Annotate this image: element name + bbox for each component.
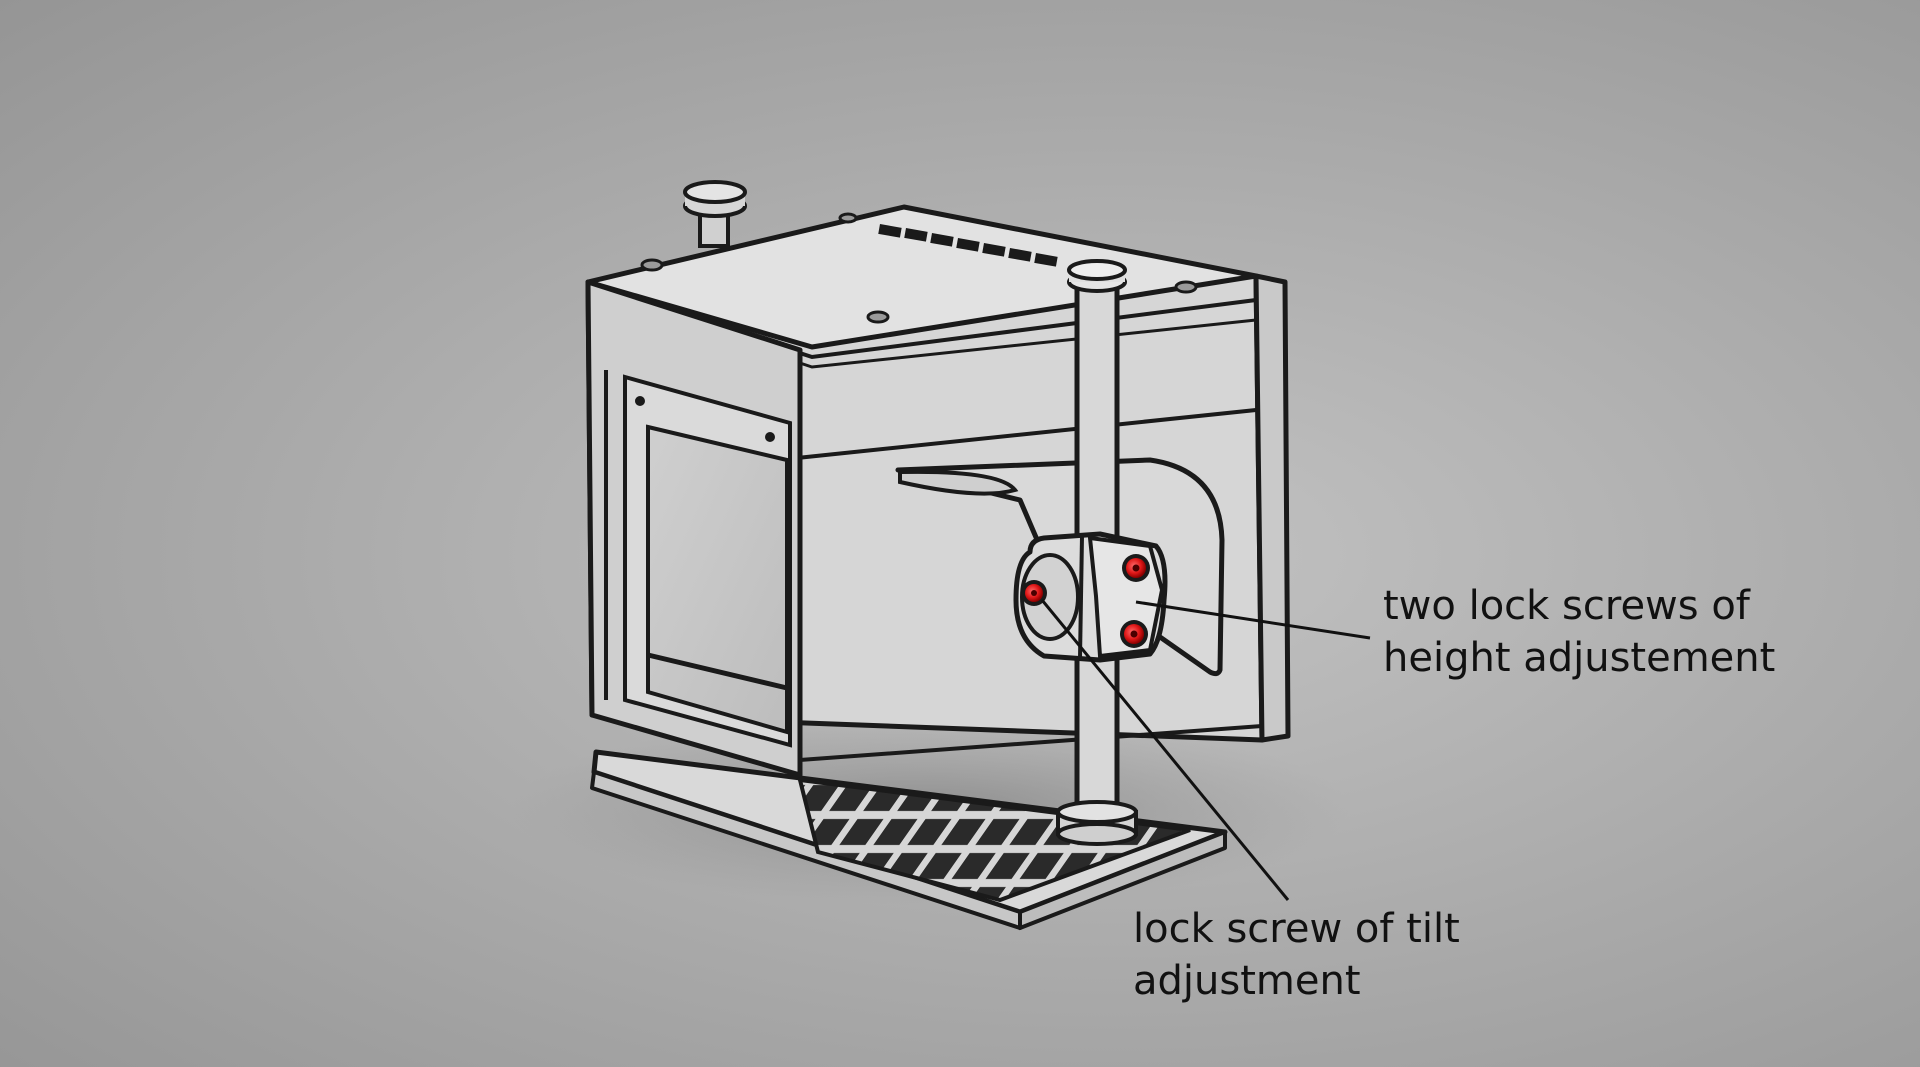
tilt-lock-callout-line-1: lock screw of tilt [1133, 906, 1460, 952]
rear-top-knob [683, 180, 747, 248]
height-lock-callout-line-2: height adjustement [1383, 635, 1776, 681]
tilt-lock-callout-line-2: adjustment [1133, 958, 1361, 1004]
top-logo-emboss [878, 224, 1058, 267]
height-lock-callout-line-1: two lock screws of [1383, 583, 1750, 629]
tilt-lock-callout: lock screw of tilt adjustment [1133, 903, 1460, 1007]
base-plate [590, 749, 1228, 930]
tilt-lock-screw [1021, 580, 1047, 606]
height-lock-screw-lower [1120, 620, 1148, 648]
height-lock-leader-line [1135, 600, 1371, 640]
height-lock-screw-upper [1122, 554, 1150, 582]
top-screw [1174, 280, 1198, 294]
top-screw [640, 258, 664, 272]
height-lock-callout: two lock screws of height adjustement [1383, 580, 1775, 684]
front-window [646, 424, 789, 735]
top-screw [838, 212, 858, 224]
tilt-lock-leader-line [1040, 599, 1290, 901]
top-screw [866, 310, 890, 324]
